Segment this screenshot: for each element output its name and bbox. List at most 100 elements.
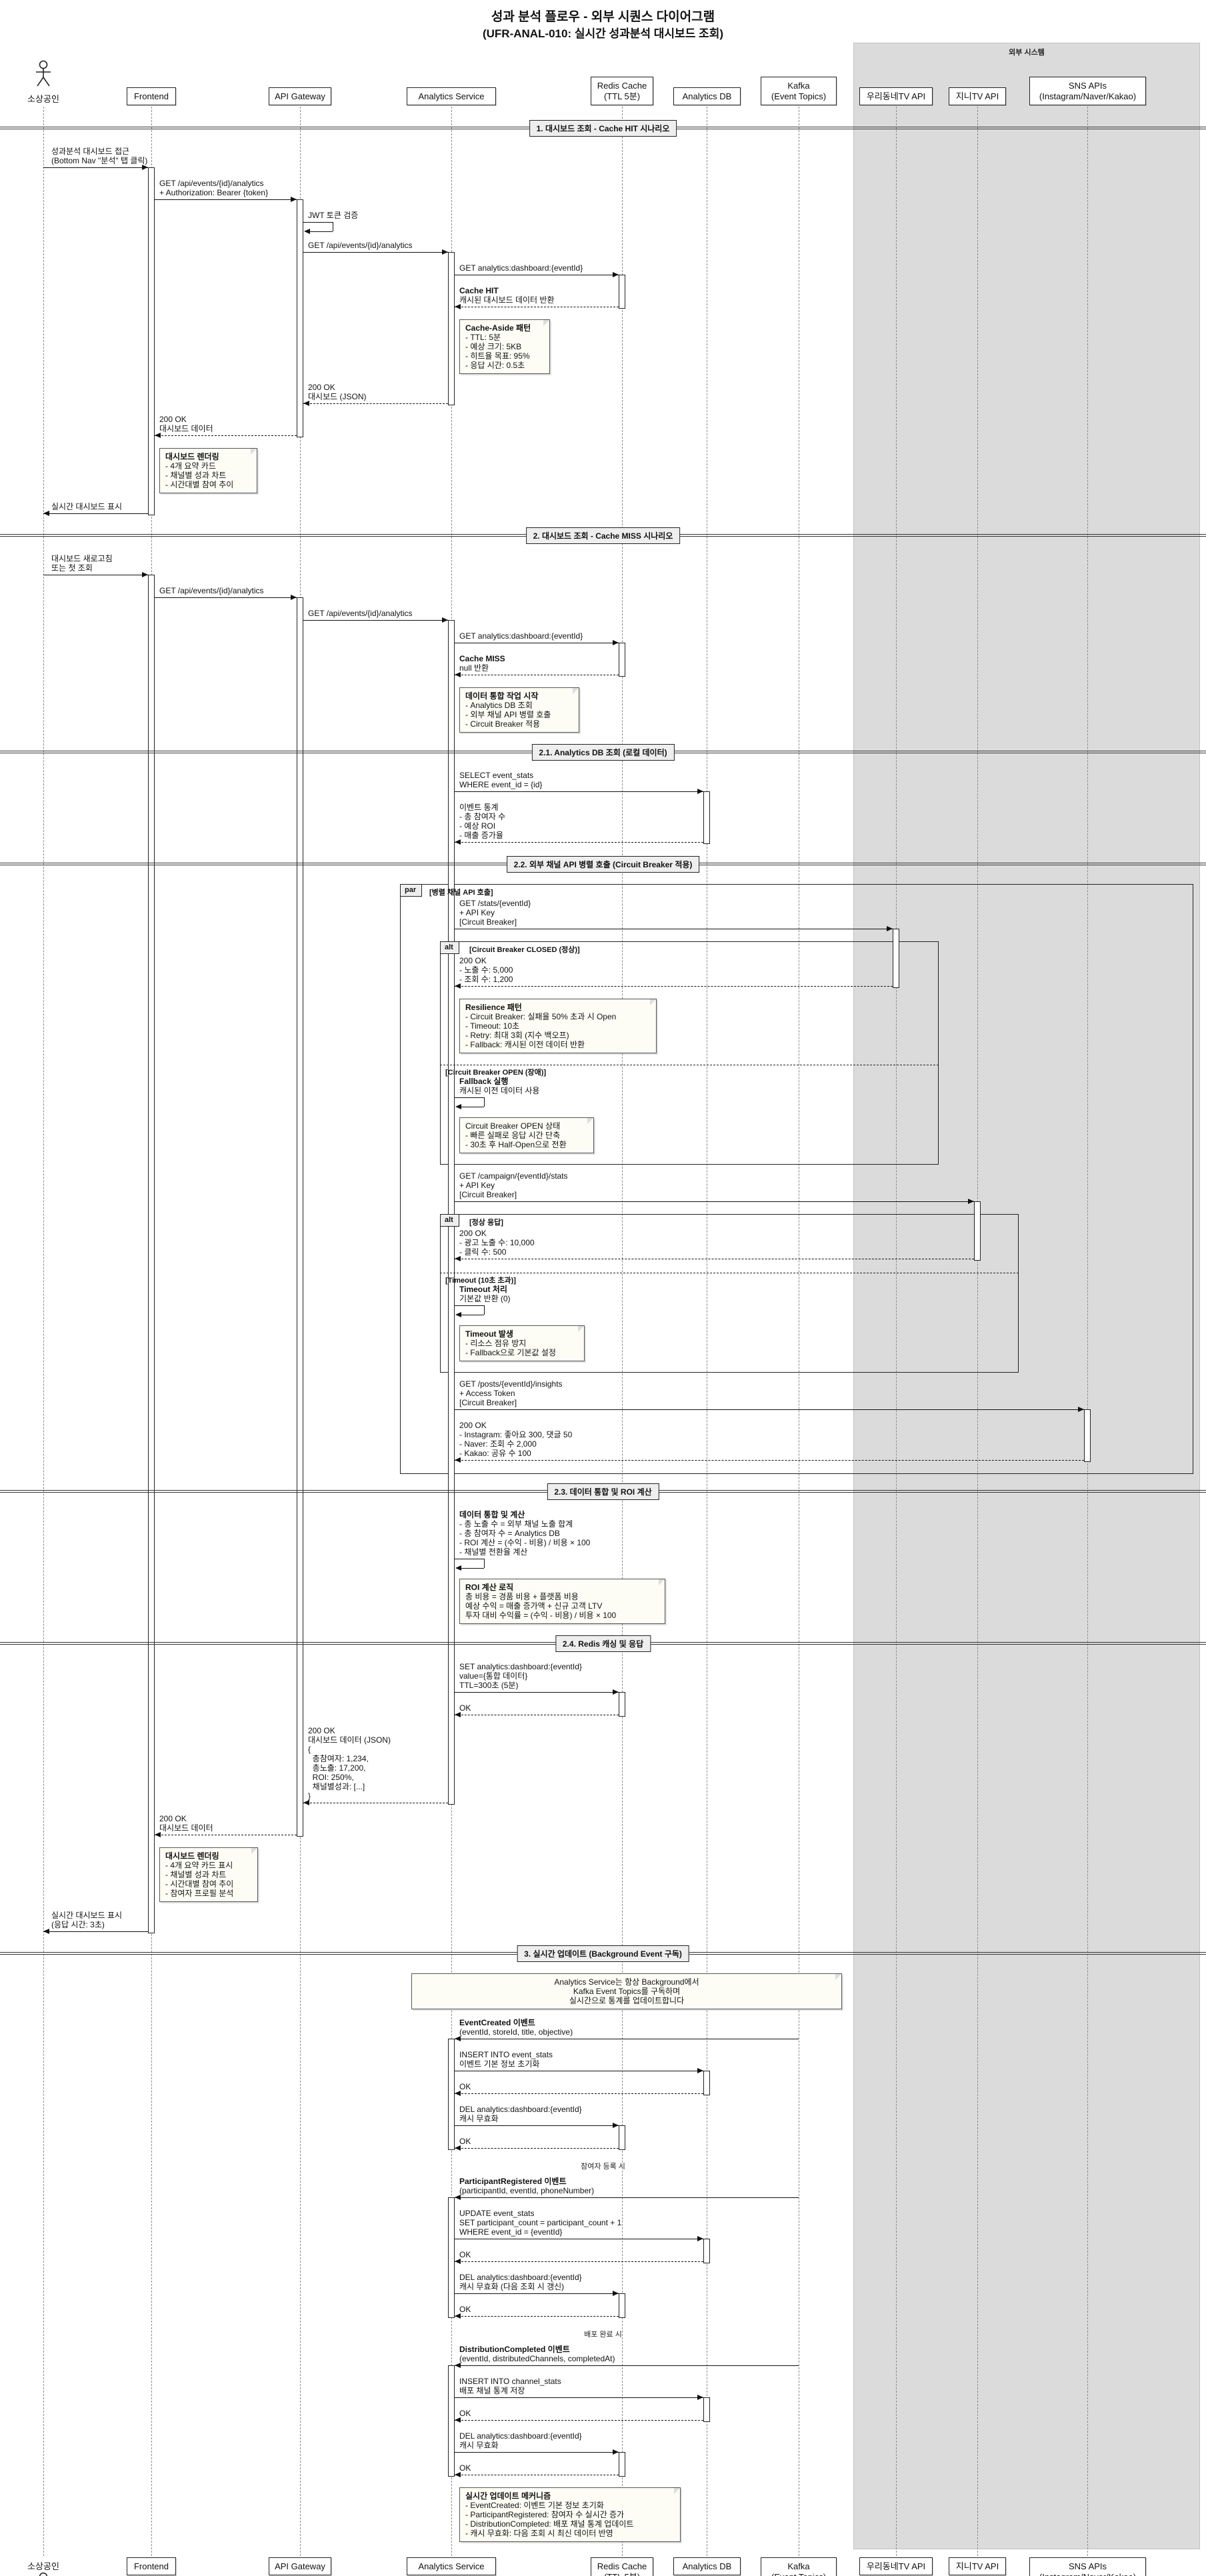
note-fold-corner — [251, 449, 257, 455]
message-label: 실시간 대시보드 표시 — [51, 502, 123, 511]
message-line — [455, 2093, 703, 2094]
participant-db-bottom: Analytics DB — [673, 2557, 741, 2575]
activation-apigw — [297, 199, 303, 437]
activation-redis — [619, 2293, 625, 2318]
message-label: SELECT event_stats WHERE event_id = {id} — [459, 771, 543, 789]
arrowhead-right — [613, 640, 619, 645]
arrowhead-left — [455, 672, 461, 677]
lifeline-woori — [896, 107, 897, 2556]
note: ROI 계산 로직 총 비용 = 경품 비용 + 플랫폼 비용 예상 수익 = … — [459, 1579, 665, 1624]
note: 대시보드 렌더링 - 4개 요약 카드 표시 - 채널별 성과 차트 - 시간대… — [159, 1847, 258, 1902]
note-fold-corner — [674, 2488, 680, 2494]
note: Resilience 패턴 - Circuit Breaker: 실패율 50%… — [459, 999, 657, 1053]
section-divider-label: 2.2. 외부 채널 API 병렬 호출 (Circuit Breaker 적용… — [506, 856, 700, 873]
message-line — [43, 167, 148, 168]
message-label: UPDATE event_stats SET participant_count… — [459, 2209, 622, 2237]
activation-redis — [619, 275, 625, 309]
self-message-line — [303, 222, 333, 223]
participant-kafka-top: Kafka (Event Topics) — [761, 77, 837, 105]
arrowhead-right — [142, 572, 148, 577]
activation-apigw — [297, 597, 303, 1837]
message-label: GET /api/events/{id}/analytics + Authori… — [159, 179, 269, 197]
participant-kafka-bottom: Kafka (Event Topics) — [761, 2557, 837, 2576]
message-line — [43, 513, 148, 514]
message-line — [455, 2365, 799, 2366]
participant-frontend-bottom: Frontend — [127, 2557, 176, 2575]
participant-apigw-bottom: API Gateway — [269, 2557, 331, 2575]
activation-analytics — [448, 252, 455, 405]
arrowhead-left — [455, 1565, 461, 1571]
group-frame-alt — [440, 1214, 1019, 1373]
section-divider-label: 1. 대시보드 조회 - Cache HIT 시나리오 — [529, 120, 677, 137]
person-icon — [39, 2572, 48, 2576]
arrowhead-right — [613, 2449, 619, 2455]
arrowhead-right — [887, 926, 893, 931]
message-line — [455, 2316, 619, 2317]
message-line — [155, 597, 297, 598]
group-frame-operator: alt — [440, 1214, 459, 1227]
group-frame-operator: alt — [440, 941, 459, 954]
diagram-title: 성과 분석 플로우 - 외부 시퀀스 다이어그램 — [491, 10, 715, 24]
note-fold-corner — [573, 688, 579, 694]
message-label: 실시간 대시보드 표시 (응답 시간: 3초) — [51, 1911, 123, 1929]
message-line — [455, 1460, 1084, 1461]
note-fold-corner — [251, 1848, 257, 1854]
message-label: DEL analytics:dashboard:{eventId} 캐시 무효화 — [459, 2431, 582, 2450]
message-label: Cache HIT 캐시된 대시보드 데이터 반환 — [459, 286, 555, 305]
message-label: INSERT INTO event_stats 이벤트 기본 정보 초기화 — [459, 2050, 553, 2069]
arrowhead-right — [697, 2236, 703, 2241]
arrowhead-right — [442, 617, 448, 623]
self-message-line — [484, 1559, 485, 1568]
activation-db — [703, 2071, 710, 2095]
message-label: GET /api/events/{id}/analytics — [308, 241, 413, 250]
arrowhead-right — [697, 789, 703, 794]
self-message-line — [455, 1097, 484, 1098]
lifeline-redis — [622, 107, 623, 2556]
message-line — [303, 620, 448, 621]
diagram-subtitle: (UFR-ANAL-010: 실시간 성과분석 대시보드 조회) — [482, 27, 724, 40]
arrowhead-left — [455, 983, 461, 989]
message-label: 200 OK 대시보드 데이터 — [159, 415, 213, 433]
arrowhead-left — [455, 1457, 461, 1463]
message-label: OK — [459, 2137, 471, 2146]
activation-redis — [619, 643, 625, 677]
message-line — [455, 2397, 703, 2398]
arrowhead-left — [303, 401, 309, 406]
message-label: OK — [459, 2463, 471, 2473]
activation-analytics — [448, 2039, 455, 2150]
message-label: 성과분석 대시보드 접근 (Bottom Nav "분석" 탭 클릭) — [51, 147, 148, 165]
arrowhead-right — [442, 249, 448, 255]
note: 실시간 업데이트 메커니즘 - EventCreated: 이벤트 기본 정보 … — [459, 2487, 681, 2542]
activation-redis — [619, 2452, 625, 2477]
message-label: 대시보드 새로고침 또는 첫 조회 — [51, 554, 113, 573]
activation-analytics — [448, 620, 455, 1805]
message-label: INSERT INTO channel_stats 배포 채널 통계 저장 — [459, 2377, 561, 2395]
message-line — [303, 403, 448, 404]
self-message-line — [484, 1305, 485, 1315]
section-divider-label: 2.4. Redis 캐싱 및 응답 — [555, 1635, 651, 1652]
arrowhead-left — [304, 229, 310, 234]
arrowhead-left — [455, 2036, 461, 2041]
arrowhead-left — [455, 2259, 461, 2264]
self-message-label: 데이터 통합 및 계산 - 총 노출 수 = 외부 채널 노출 합계 - 총 참… — [459, 1510, 591, 1557]
self-message-line — [461, 1568, 484, 1569]
arrowhead-left — [455, 1312, 461, 1317]
note-fold-corner — [650, 999, 656, 1005]
self-message-label: Fallback 실행 캐시된 이전 데이터 사용 — [459, 1077, 540, 1095]
arrowhead-left — [155, 1832, 161, 1837]
participant-redis-bottom: Redis Cache (TTL 5분) — [591, 2557, 653, 2576]
message-line — [455, 2452, 619, 2453]
message-label: GET /stats/{eventId} + API Key [Circuit … — [459, 899, 531, 927]
activation-analytics — [448, 2365, 455, 2477]
person-icon — [36, 60, 51, 87]
message-line — [455, 2261, 703, 2262]
section-divider-label: 2.1. Analytics DB 조회 (로컬 데이터) — [531, 744, 675, 761]
participant-woori-top: 우리동네TV API — [859, 87, 933, 105]
arrowhead-left — [43, 511, 49, 516]
participant-analytics-bottom: Analytics Service — [407, 2557, 496, 2575]
lifeline-actor — [43, 107, 44, 2556]
message-line — [303, 252, 448, 253]
arrowhead-left — [303, 1800, 309, 1805]
message-label: 200 OK - 노출 수: 5,000 - 조회 수: 1,200 — [459, 956, 513, 984]
message-label: 200 OK 대시보드 데이터 — [159, 1814, 213, 1833]
